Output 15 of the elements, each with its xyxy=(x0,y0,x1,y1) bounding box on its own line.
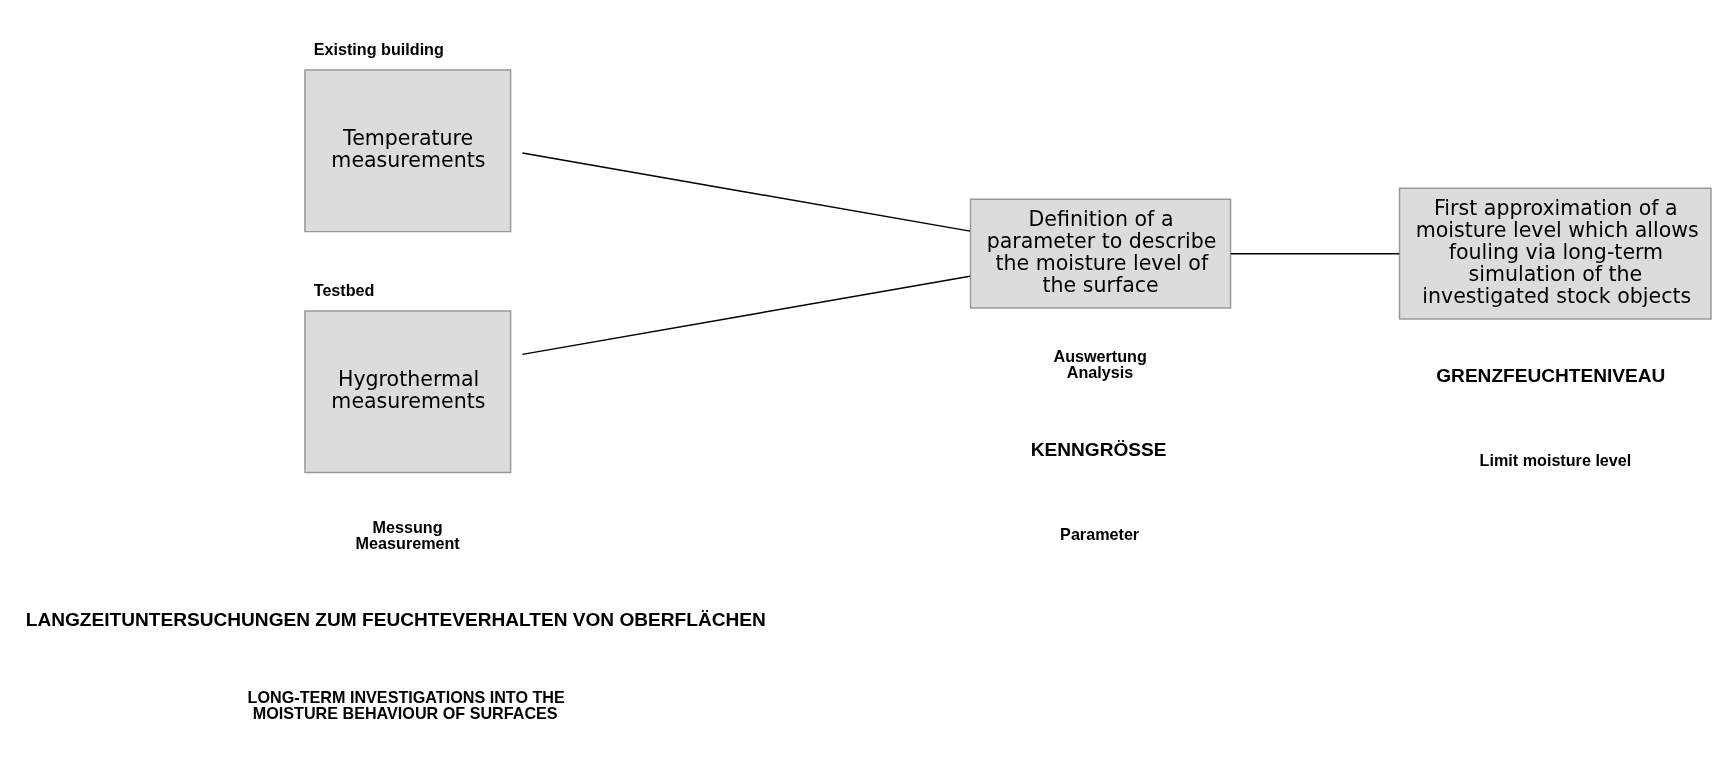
label: LANGZEITUNTERSUCHUNGEN ZUM FEUCHTEVERHALTEN VON OBERFLÄCHEN xyxy=(25,608,766,630)
label: Auswertung Analysis xyxy=(1053,346,1147,381)
node-label: Testbed xyxy=(313,280,375,299)
label: Parameter xyxy=(1060,524,1140,543)
connector xyxy=(1230,252,1400,254)
label: GRENZFEUCHTENIVEAU xyxy=(1436,364,1666,386)
node-box: First approximation of a moisture level which allows fouling via long-term simulation of the investigated stock objects xyxy=(1398,187,1712,320)
label: LONG-TERM INVESTIGATIONS INTO THE MOISTURE BEHAVIOUR OF SURFACES xyxy=(247,687,565,722)
label: Limit moisture level xyxy=(1479,450,1632,469)
connector xyxy=(521,274,971,355)
label: Messung Measurement xyxy=(355,517,460,552)
node-label: Existing building xyxy=(313,39,444,58)
connector xyxy=(521,151,971,232)
label: KENNGRÖSSE xyxy=(1030,438,1167,460)
node-box: Definition of a parameter to describe the moisture level of the surface xyxy=(969,198,1232,309)
